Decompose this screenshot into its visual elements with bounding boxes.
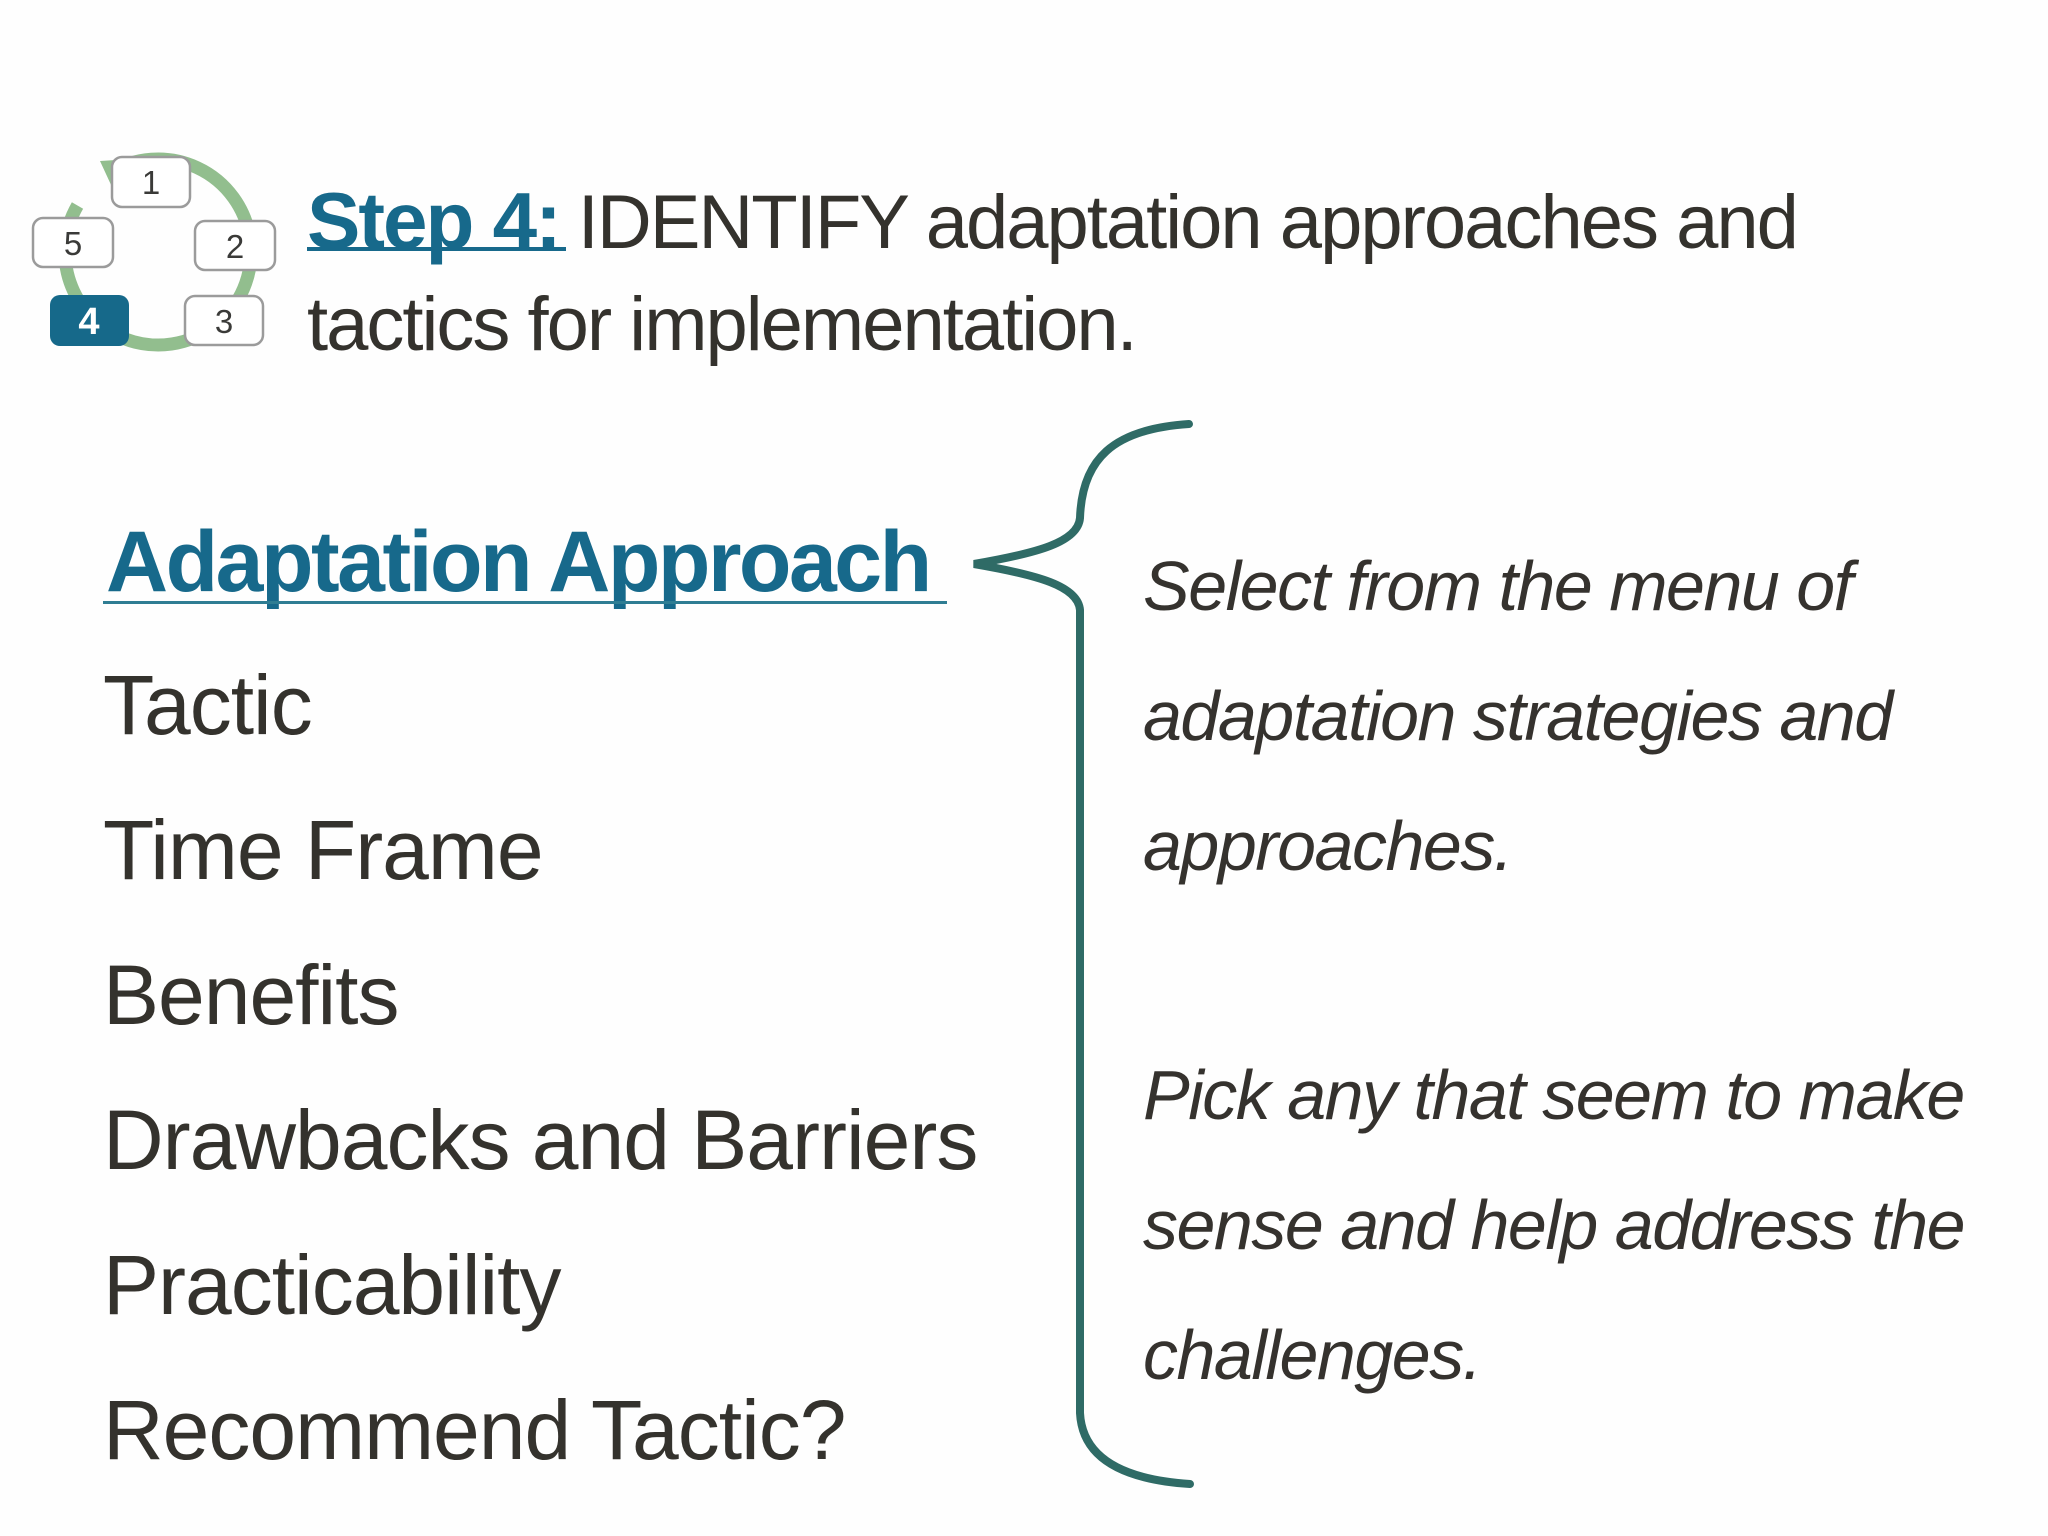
adaptation-approach-underline — [103, 601, 947, 604]
cycle-step-2-label: 2 — [226, 228, 244, 265]
slide-title: Step 4:IDENTIFY adaptation approaches an… — [307, 170, 1799, 376]
title-line1: Step 4:IDENTIFY adaptation approaches an… — [307, 170, 1799, 274]
cycle-diagram: 1 2 3 4 5 — [31, 152, 277, 352]
cycle-step-3: 3 — [183, 294, 265, 347]
field-adaptation-approach: Adaptation Approach — [106, 514, 932, 610]
callout-p1-line2: adaptation strategies and — [1143, 677, 1893, 755]
brace-path — [973, 420, 1194, 1488]
field-time-frame: Time Frame — [103, 803, 544, 897]
callout-paragraph-1: Select from the menu of adaptation strat… — [1143, 521, 1964, 911]
cycle-step-3-label: 3 — [215, 303, 233, 340]
callout-p1-line1: Select from the menu of — [1143, 547, 1853, 625]
title-line2: tactics for implementation. — [307, 282, 1138, 367]
cycle-step-5: 5 — [31, 216, 115, 269]
title-line1-rest: IDENTIFY adaptation approaches and — [577, 180, 1799, 265]
callout-p1-line3: approaches. — [1143, 807, 1513, 885]
callout-note: Select from the menu of adaptation strat… — [1143, 521, 1966, 1420]
callout-p2-line1: Pick any that seem to make — [1143, 1056, 1965, 1134]
field-drawbacks-and-barriers: Drawbacks and Barriers — [103, 1093, 978, 1187]
callout-paragraph-2: Pick any that seem to make sense and hel… — [1143, 1030, 1966, 1420]
step-label-underline — [307, 247, 566, 251]
field-tactic: Tactic — [103, 658, 313, 752]
callout-p2-line2: sense and help address the — [1143, 1186, 1966, 1264]
cycle-step-2: 2 — [193, 219, 277, 272]
field-recommend-tactic: Recommend Tactic? — [103, 1383, 846, 1477]
cycle-step-1: 1 — [110, 155, 192, 209]
field-benefits: Benefits — [103, 948, 400, 1042]
cycle-step-5-label: 5 — [64, 225, 82, 262]
cycle-step-4-active: 4 — [50, 295, 129, 346]
field-practicability: Practicability — [103, 1238, 561, 1332]
cycle-step-4-label: 4 — [78, 301, 99, 343]
cycle-step-1-label: 1 — [142, 164, 160, 201]
callout-p2-line3: challenges. — [1143, 1316, 1482, 1394]
